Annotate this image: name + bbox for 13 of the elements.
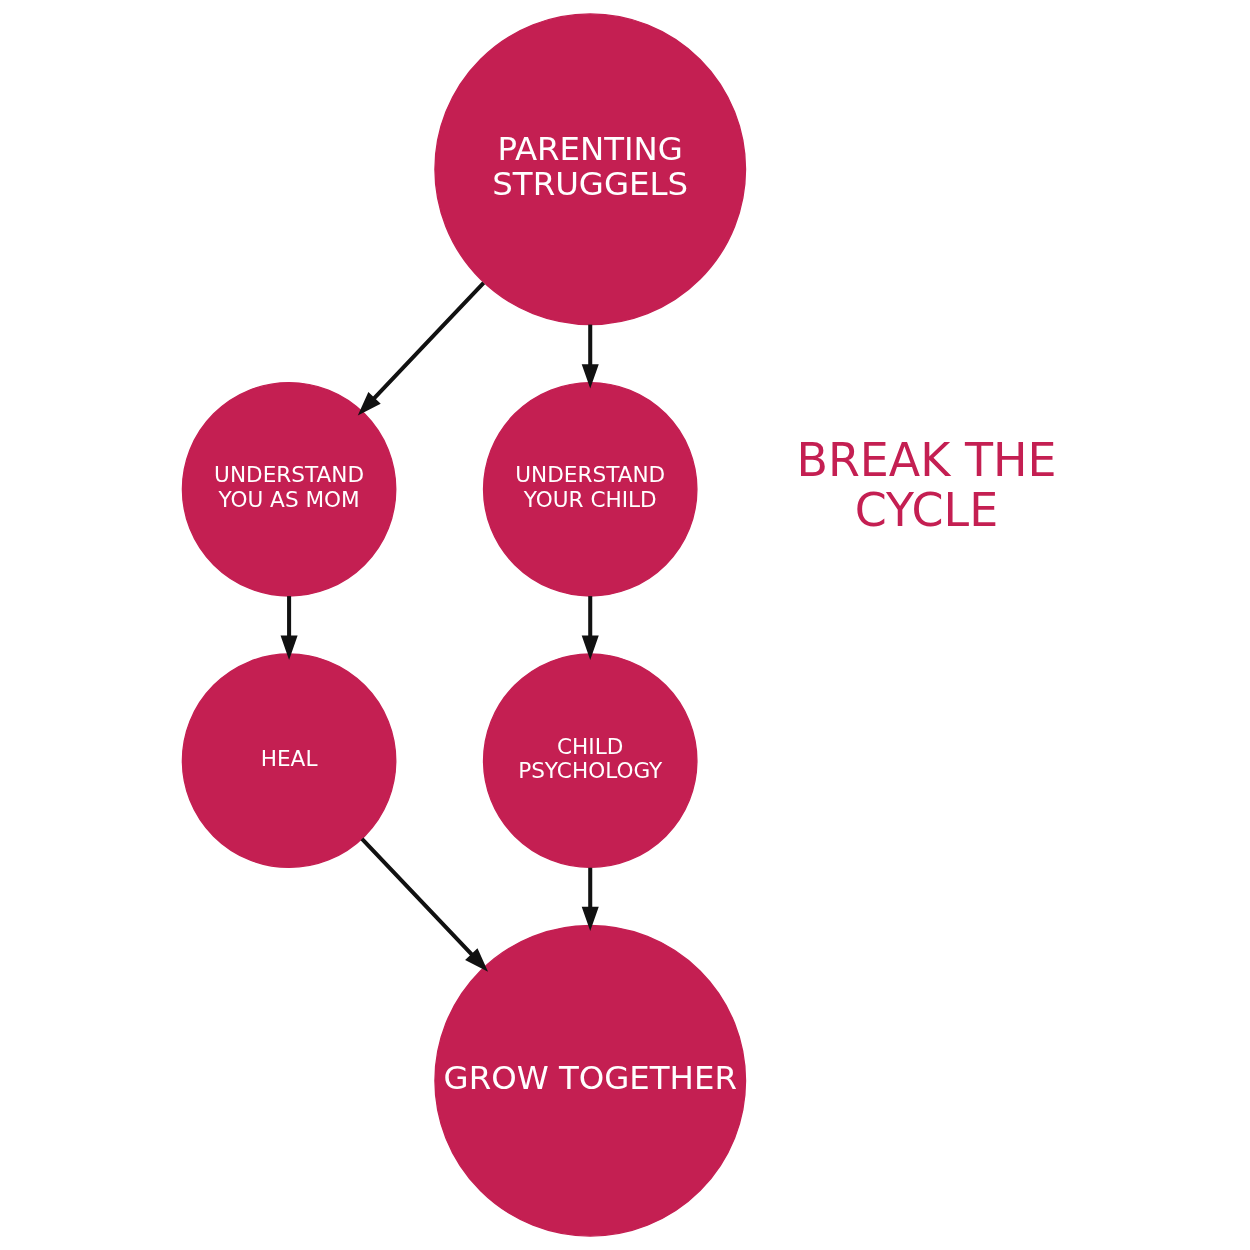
arrow bbox=[581, 324, 599, 389]
arrow bbox=[280, 596, 298, 660]
arrow bbox=[581, 867, 599, 932]
node-circle: GROW TOGETHER bbox=[434, 924, 747, 1237]
arrow bbox=[581, 596, 599, 660]
node-circle: CHILD PSYCHOLOGY bbox=[482, 653, 698, 869]
node-circle: UNDERSTAND YOU AS MOM bbox=[181, 381, 397, 597]
node-circle: UNDERSTAND YOUR CHILD bbox=[482, 381, 698, 597]
label: BREAK THE CYCLE bbox=[796, 433, 1057, 538]
arrow bbox=[357, 281, 486, 416]
node-circle: PARENTING STRUGGELS bbox=[434, 13, 747, 326]
node-circle: HEAL bbox=[181, 653, 397, 869]
arrow bbox=[360, 837, 489, 972]
